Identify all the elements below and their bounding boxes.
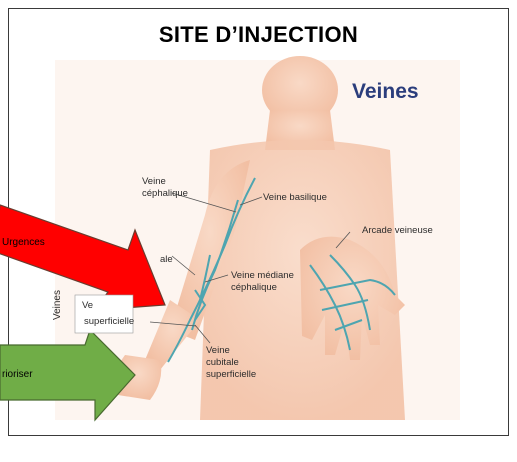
label-veine-cubitale-superficielle: Veine cubitale superficielle bbox=[206, 345, 256, 381]
veins-heading: Veines bbox=[352, 80, 419, 104]
label-veine-basilique: Veine basilique bbox=[263, 192, 327, 204]
vertical-veines-label: Veines bbox=[52, 290, 72, 330]
label-arcade-veineuse: Arcade veineuse bbox=[362, 225, 433, 237]
label-veine-mediane-cephalique: Veine médiane céphalique bbox=[231, 270, 294, 294]
label-veine-cephalique: Veine céphalique bbox=[142, 176, 188, 200]
vertical-veines-text: Veines bbox=[52, 290, 63, 320]
green-arrow-label: rioriser bbox=[2, 369, 33, 380]
label-partial-ale: ale bbox=[160, 254, 173, 266]
label-partial-ve: Ve bbox=[82, 300, 93, 312]
red-arrow-label: Urgences bbox=[2, 237, 45, 248]
label-partial-superficielle: superficielle bbox=[84, 316, 134, 328]
page-title: SITE D’INJECTION bbox=[0, 22, 517, 48]
